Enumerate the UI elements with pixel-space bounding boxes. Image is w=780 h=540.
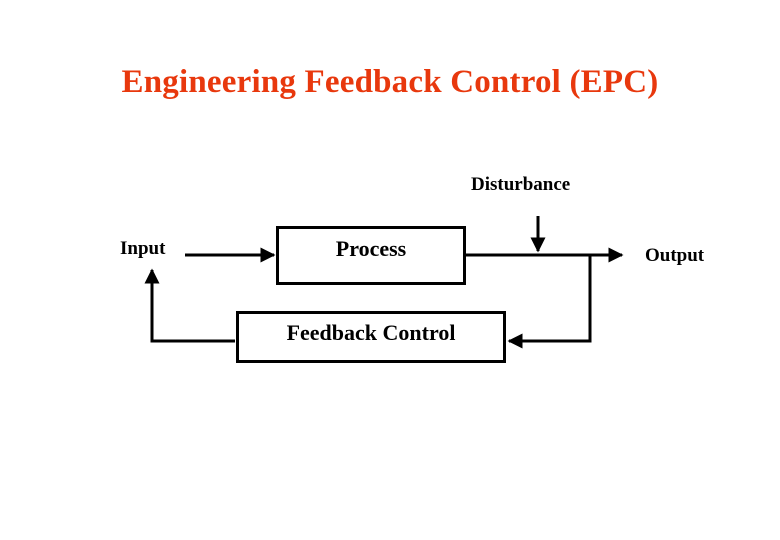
block-feedback-control-label: Feedback Control <box>286 320 456 345</box>
block-feedback-control[interactable]: Feedback Control <box>236 311 506 363</box>
block-process[interactable]: Process <box>276 226 466 285</box>
label-input: Input <box>120 238 166 259</box>
label-output: Output <box>645 245 705 266</box>
label-disturbance: Disturbance <box>471 174 571 195</box>
block-process-label: Process <box>335 235 407 261</box>
connector-feedback-to-input <box>144 268 235 343</box>
page-title: Engineering Feedback Control (EPC) <box>121 64 659 100</box>
connector-output-to-feedback <box>507 256 592 349</box>
